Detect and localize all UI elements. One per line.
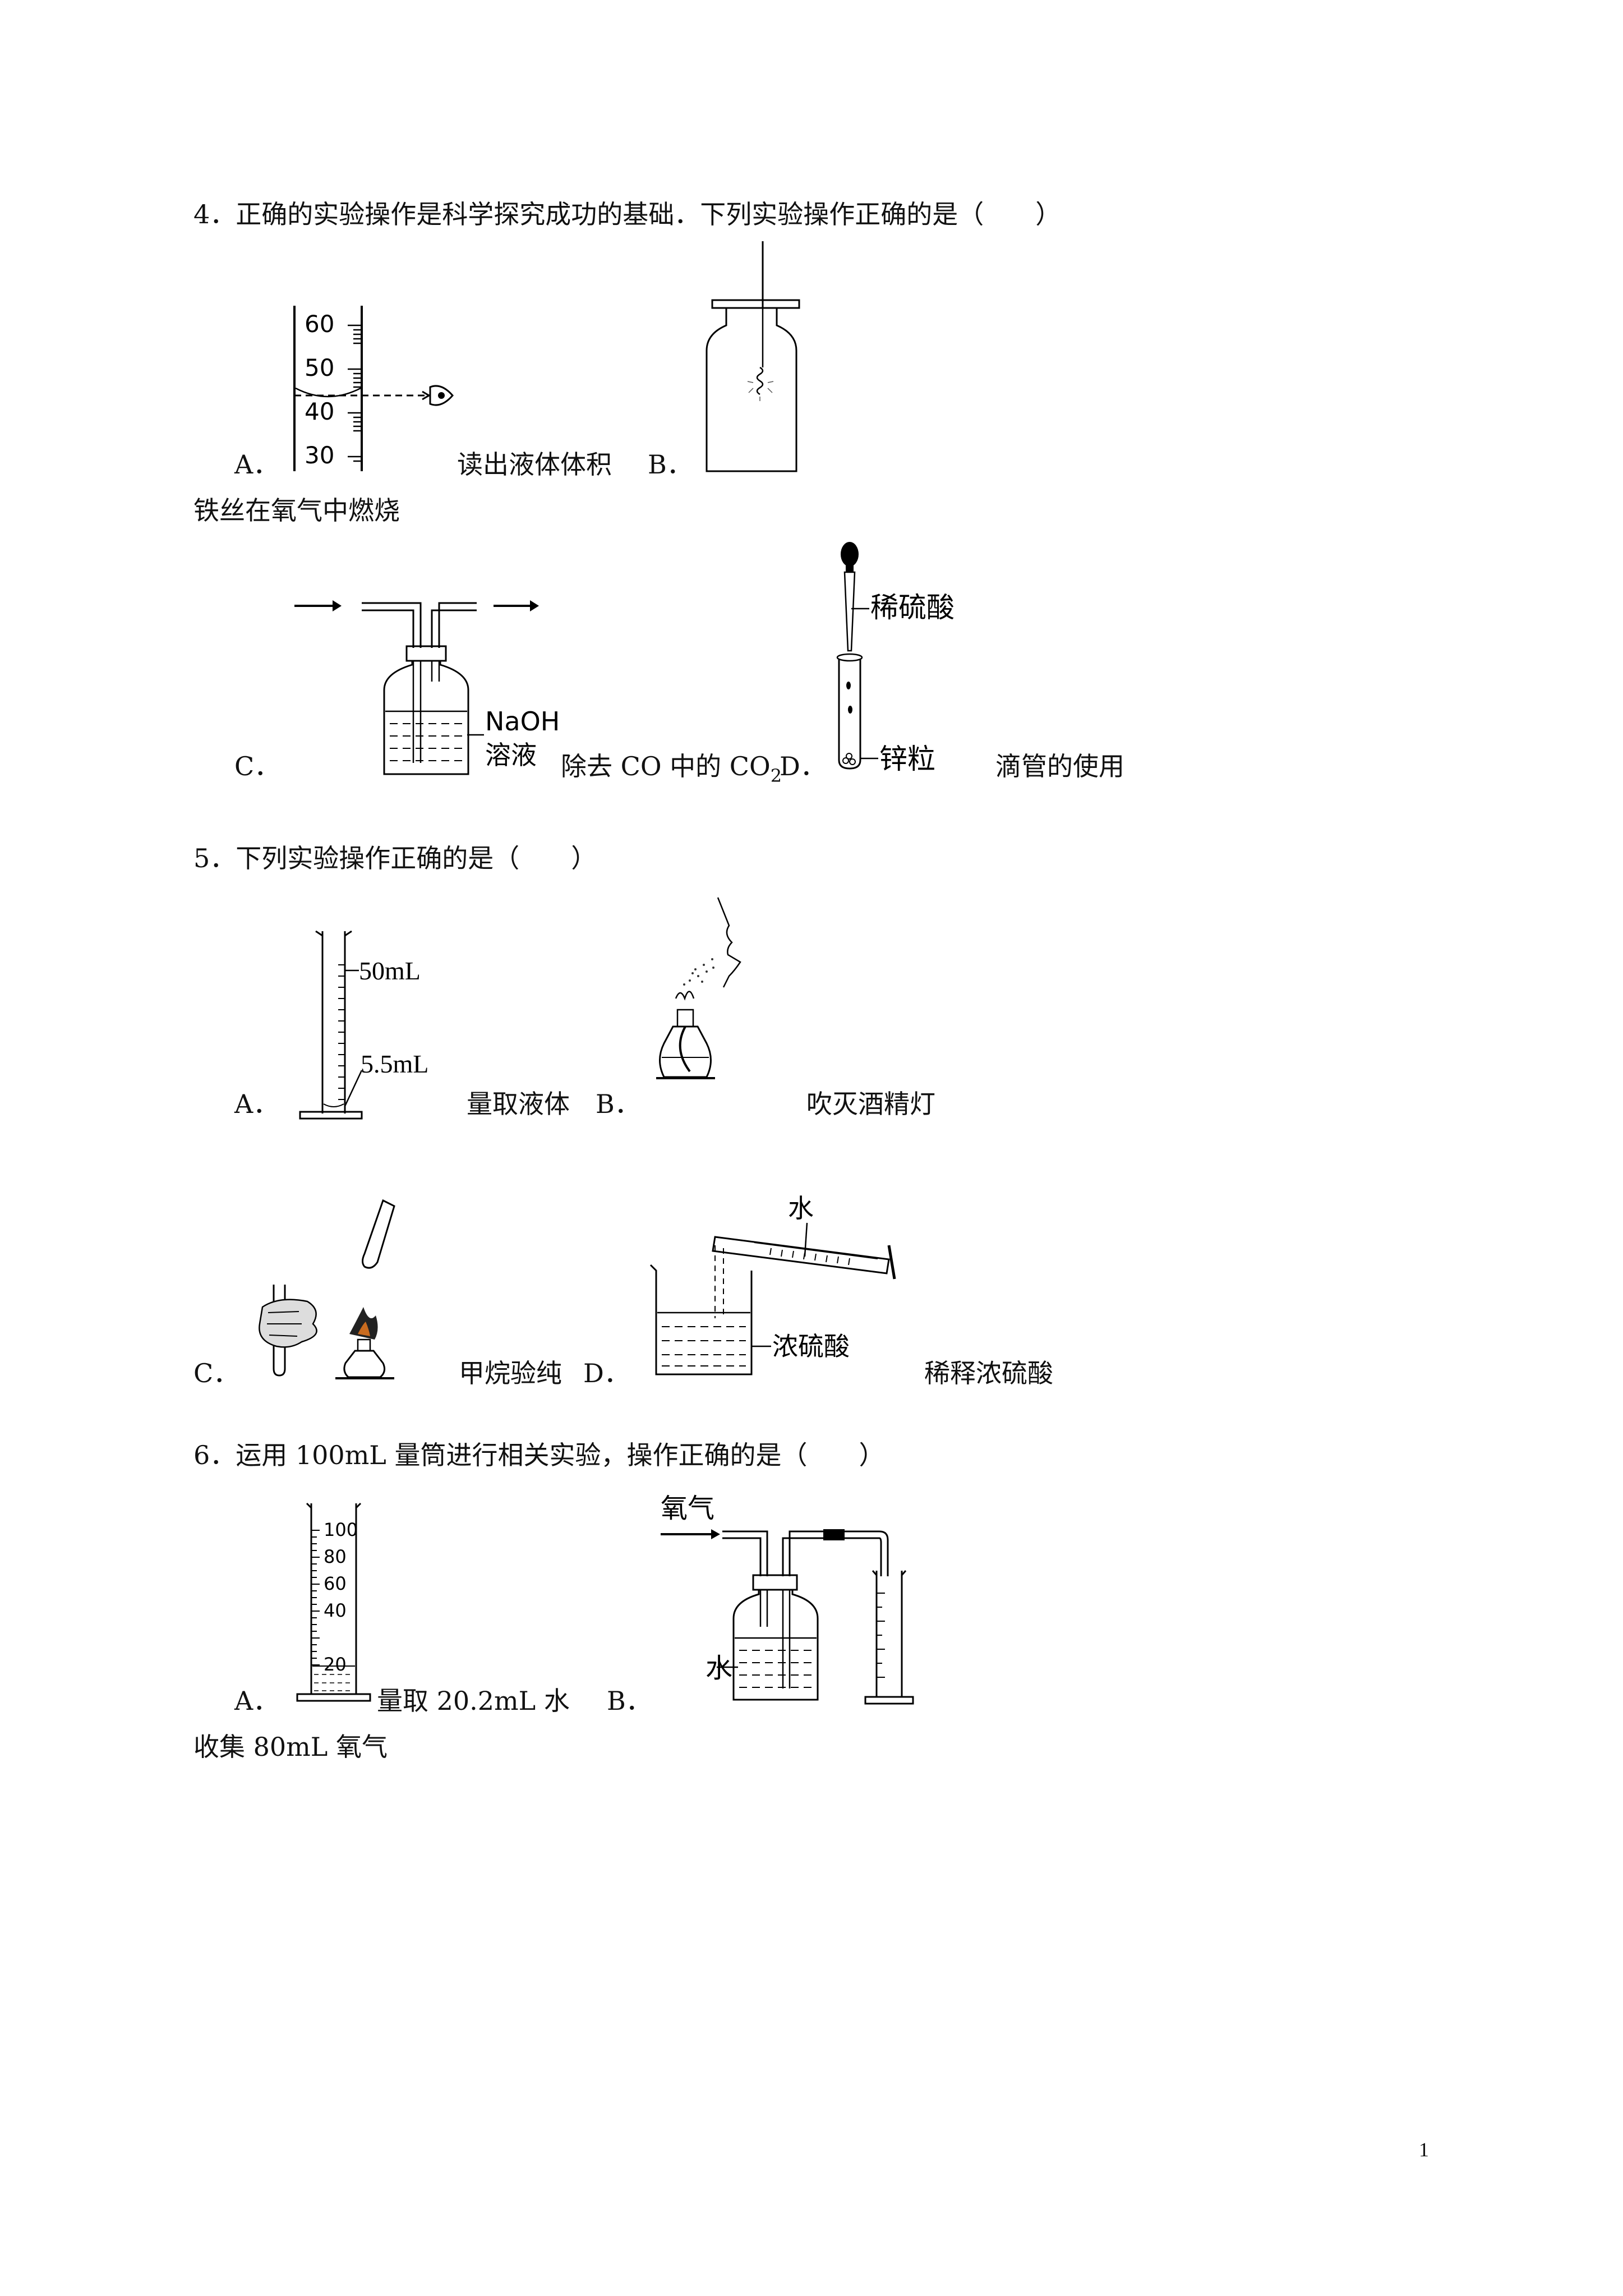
q6a-label-40: 40 <box>324 1600 347 1621</box>
q5-option-d-letter: D． <box>583 1358 630 1388</box>
q4-option-b-caption: 铁丝在氧气中燃烧 <box>193 495 400 526</box>
q5-figure-measuring-cylinder: 50mL 5.5mL <box>299 930 463 1122</box>
q4-option-c-caption: 除去 CO 中的 CO2 <box>561 751 782 786</box>
q4c-label-naoh: NaOH <box>485 706 560 737</box>
q6a-label-80: 80 <box>324 1546 347 1567</box>
q4a-label-40: 40 <box>305 398 334 425</box>
question-6-stem: 6．运用 100mL 量筒进行相关实验，操作正确的是（ ） <box>193 1440 885 1470</box>
q6-option-a-letter: A． <box>234 1686 279 1716</box>
q4-figure-gas-washing-bottle: NaOH 溶液 <box>294 583 566 785</box>
q5-figure-diluting-acid: 水 浓硫酸 <box>642 1139 906 1380</box>
q4-figure-iron-wire-bottle <box>704 241 805 477</box>
q5-option-c-caption: 甲烷验纯 <box>459 1358 562 1388</box>
page-number: 1 <box>1419 2138 1429 2161</box>
q4-option-b-letter: B． <box>648 449 693 480</box>
q4c-label-solution: 溶液 <box>485 740 537 770</box>
q5a-label-5-5ml: 5.5mL <box>361 1050 428 1078</box>
q6b-label-water: 水 <box>706 1653 732 1684</box>
q4-figure-dropper-test-tube: 稀硫酸 锌粒 <box>830 539 1021 785</box>
q4-option-c-letter: C． <box>234 751 280 781</box>
q6-option-b-caption: 收集 80mL 氧气 <box>193 1732 388 1762</box>
q4-option-d-caption: 滴管的使用 <box>995 751 1124 781</box>
q4-option-a-letter: A． <box>234 449 279 480</box>
q6-figure-100ml-cylinder: 100 80 60 40 20 <box>294 1502 418 1711</box>
q5-option-c-letter: C． <box>193 1358 239 1388</box>
question-5-stem: 5．下列实验操作正确的是（ ） <box>193 843 597 873</box>
q4c-caption-subscript: 2 <box>770 765 782 786</box>
q4-figure-graduated-cylinder: 60 50 40 30 <box>289 303 468 471</box>
q5-option-d-caption: 稀释浓硫酸 <box>924 1358 1053 1388</box>
q4d-label-dilute-acid: 稀硫酸 <box>870 591 955 624</box>
q4c-caption-main: 除去 CO 中的 CO <box>561 751 771 781</box>
q5-figure-blowing-alcohol-lamp <box>651 892 785 1116</box>
q5-option-b-letter: B． <box>596 1089 640 1119</box>
q4-option-a-caption: 读出液体体积 <box>457 449 612 480</box>
q5d-label-conc-acid: 浓硫酸 <box>772 1331 850 1361</box>
q6-option-b-letter: B． <box>607 1686 652 1716</box>
q4d-label-zinc: 锌粒 <box>879 743 935 775</box>
q4a-label-30: 30 <box>305 441 334 469</box>
q6b-label-oxygen: 氧气 <box>661 1493 714 1524</box>
q5-option-a-caption: 量取液体 <box>467 1089 570 1119</box>
q5-option-b-caption: 吹灭酒精灯 <box>806 1089 935 1119</box>
q6a-label-60: 60 <box>324 1573 347 1594</box>
q5d-label-water: 水 <box>788 1193 814 1223</box>
q4a-label-60: 60 <box>305 310 334 338</box>
q5-option-a-letter: A． <box>234 1089 279 1119</box>
q5a-label-50ml: 50mL <box>359 956 421 985</box>
q6a-label-100: 100 <box>324 1519 358 1540</box>
q4a-label-50: 50 <box>305 354 334 381</box>
q5-figure-methane-purity-test <box>246 1195 431 1380</box>
q6a-label-20: 20 <box>324 1654 347 1675</box>
q4-option-d-letter: D． <box>780 751 826 781</box>
question-4-stem: 4．正确的实验操作是科学探究成功的基础．下列实验操作正确的是（ ） <box>193 199 1062 229</box>
q6-option-a-caption: 量取 20.2mL 水 <box>377 1686 570 1716</box>
q6-figure-oxygen-collection: 氧气 水 <box>655 1487 935 1711</box>
